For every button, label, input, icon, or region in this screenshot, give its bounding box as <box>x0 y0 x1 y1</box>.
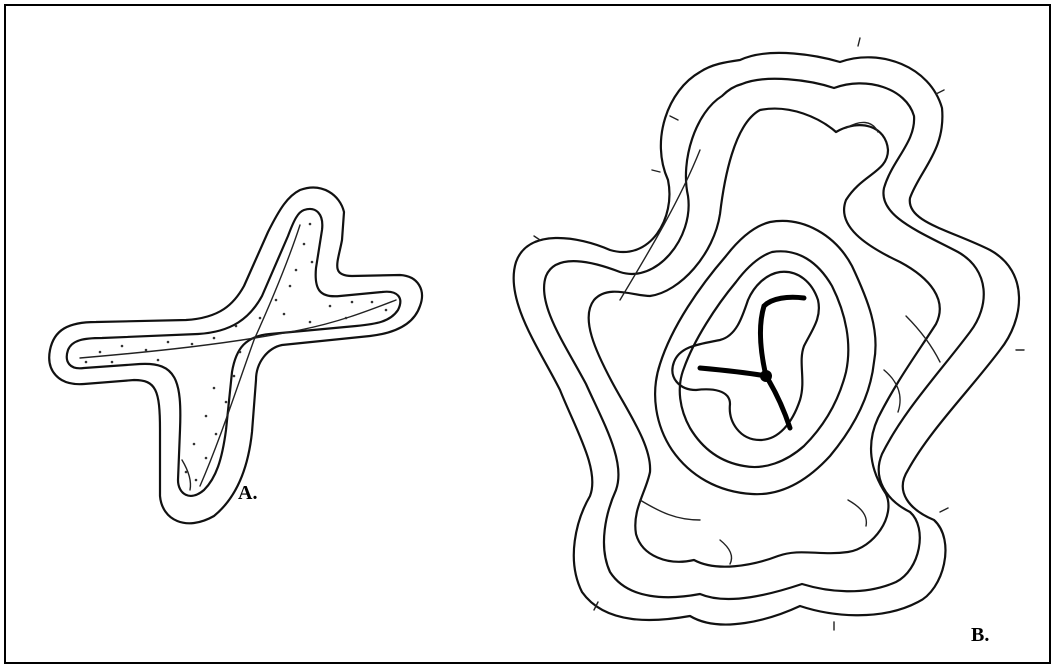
panel-b-strand-bottom-right <box>848 500 866 526</box>
panel-b-outer-ring <box>514 53 1019 625</box>
panel-b-core-strand-3 <box>766 376 790 428</box>
panel-b-edge-tips <box>534 38 1024 630</box>
panel-b-strand-bottom-left <box>640 500 700 520</box>
panel-b-core-strand-2 <box>700 368 766 376</box>
panel-b-drawing <box>514 38 1024 630</box>
panel-b-strand-right <box>906 316 940 362</box>
panel-a-dots <box>85 223 388 482</box>
panel-b-core-node <box>760 370 772 382</box>
panel-b-label: B. <box>971 624 989 647</box>
panel-a-label: A. <box>238 482 257 505</box>
panel-b-strand-bottom <box>720 540 732 564</box>
panel-a-inner-outline <box>67 209 400 496</box>
panel-a-drawing <box>49 188 422 524</box>
panel-a-hypha-3 <box>182 460 191 490</box>
panel-b-core-strand-1 <box>760 297 804 376</box>
panel-b-ring-2 <box>544 79 984 599</box>
panel-a-hypha-1 <box>80 300 396 358</box>
